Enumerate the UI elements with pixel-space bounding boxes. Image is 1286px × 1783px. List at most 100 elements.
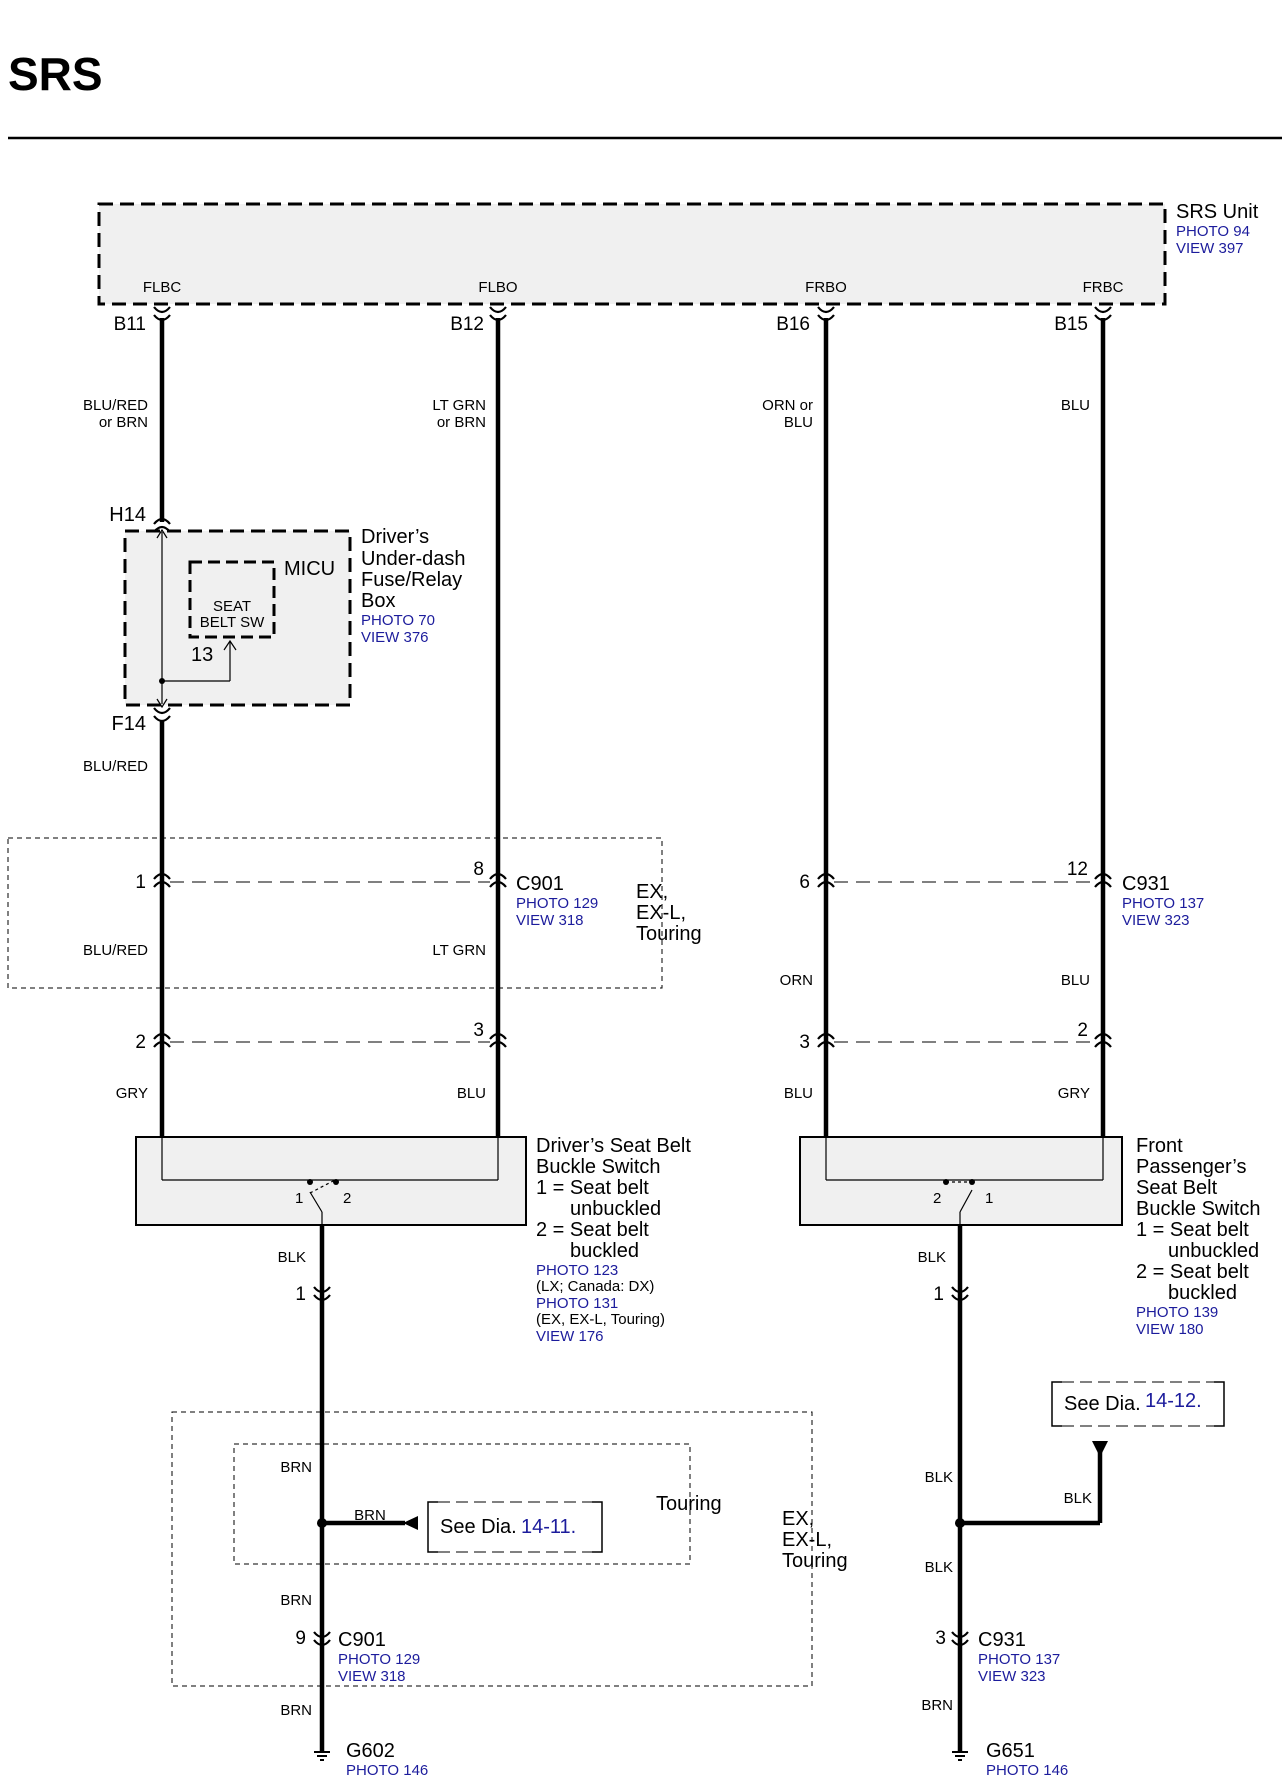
- c901-view: VIEW 318: [516, 912, 584, 929]
- micu-label: MICU: [284, 558, 335, 580]
- passenger-conn-name: C931: [978, 1629, 1026, 1651]
- terminal-label-flbo: FLBO: [478, 279, 517, 296]
- c901-name: C901: [516, 873, 564, 895]
- terminal-label-frbc: FRBC: [1083, 279, 1124, 296]
- driver-legend-2a: 2 = Seat belt: [536, 1219, 649, 1241]
- wire-label-f14: BLU/RED: [83, 758, 148, 775]
- passenger-contact-1: 1: [985, 1190, 993, 1207]
- passenger-switch-ref-2: VIEW 180: [1136, 1321, 1204, 1338]
- srs-unit-name: SRS Unit: [1176, 201, 1259, 223]
- driver-legend-1a: 1 = Seat belt: [536, 1177, 649, 1199]
- driver-wire-brn-1: BRN: [280, 1459, 312, 1476]
- passenger-conn-view: VIEW 323: [978, 1668, 1046, 1685]
- c931-name: C931: [1122, 873, 1170, 895]
- wire-label-c901-1: BLU/RED: [83, 942, 148, 959]
- passenger-legend-2a: 2 = Seat belt: [1136, 1261, 1249, 1283]
- passenger-contact-2: 2: [933, 1190, 941, 1207]
- wire-label-b11-1: BLU/RED: [83, 397, 148, 414]
- driver-legend-2b: buckled: [570, 1240, 639, 1262]
- passenger-branch-wire: BLK: [1064, 1490, 1092, 1507]
- wire-label-b12-2: or BRN: [437, 414, 486, 431]
- passenger-switch-ref-1: PHOTO 139: [1136, 1304, 1218, 1321]
- wire-label-b16-1: ORN or: [762, 397, 813, 414]
- seat-belt-sw-label-1: SEAT: [213, 598, 251, 615]
- wire-label-b12-1: LT GRN: [432, 397, 486, 414]
- seat-belt-sw-box: [188, 560, 276, 639]
- passenger-legend-1b: unbuckled: [1168, 1240, 1259, 1262]
- driver-see-dia-link[interactable]: 14-11.: [521, 1516, 576, 1538]
- driver-contact-2: 2: [343, 1190, 351, 1207]
- passenger-legend-2b: buckled: [1168, 1282, 1237, 1304]
- ground-g602-icon: [313, 1751, 331, 1761]
- passenger-splice: [955, 1518, 965, 1528]
- passenger-arrow-icon: [1092, 1441, 1108, 1457]
- pin-b11: B11: [114, 314, 146, 335]
- driver-see-dia-frame: [427, 1501, 603, 1553]
- pin-b16: B16: [776, 314, 810, 335]
- driver-conn-pin: 9: [295, 1628, 306, 1649]
- fuse-box-name-3: Fuse/Relay: [361, 569, 462, 591]
- wire-label-blu-driver: BLU: [457, 1085, 486, 1102]
- wire-label-c931-12: BLU: [1061, 972, 1090, 989]
- page-title: SRS: [8, 48, 103, 100]
- ex-variant-region-upper: [7, 837, 663, 989]
- wire-label-gry-driver: GRY: [116, 1085, 148, 1102]
- driver-switch-ref-5: VIEW 176: [536, 1328, 604, 1345]
- touring-label: Touring: [656, 1493, 722, 1515]
- fuse-box-view: VIEW 376: [361, 629, 429, 646]
- fuse-box-name-2: Under-dash: [361, 548, 466, 570]
- ground-g651: G651: [986, 1740, 1035, 1762]
- passenger-switch-name-4: Buckle Switch: [1136, 1198, 1261, 1220]
- fuse-box-internal-wiring: [156, 528, 237, 709]
- driver-buckle-switch-box: [135, 1136, 527, 1226]
- c901-variant-2: EX-L,: [636, 902, 686, 924]
- driver-splice: [317, 1518, 327, 1528]
- driver-lower-variant-1: EX,: [782, 1508, 814, 1530]
- fuse-box-name-4: Box: [361, 590, 395, 612]
- fuse-box-name-1: Driver’s: [361, 526, 429, 548]
- pin-b12: B12: [450, 314, 484, 335]
- c931-pin-6: 6: [799, 872, 810, 893]
- driver-switch-name-1: Driver’s Seat Belt: [536, 1135, 691, 1157]
- driver-lower-variant-3: Touring: [782, 1550, 848, 1572]
- micu-pin-13: 13: [191, 644, 213, 666]
- wire-label-b15: BLU: [1061, 397, 1090, 414]
- passenger-see-dia-link[interactable]: 14-12.: [1145, 1390, 1202, 1412]
- lower-wires: [319, 1225, 1103, 1752]
- c901-pin-8: 8: [473, 859, 484, 880]
- ex-variant-region-lower: [171, 1411, 813, 1687]
- passenger-out-wire: BLK: [918, 1249, 946, 1266]
- wire-label-c931-6: ORN: [780, 972, 813, 989]
- srs-unit-box: [97, 202, 1167, 306]
- c901-pin-3: 3: [473, 1020, 484, 1041]
- driver-see-dia-text: See Dia.: [440, 1516, 517, 1538]
- driver-contact-1: 1: [295, 1190, 303, 1207]
- ground-g602: G602: [346, 1740, 395, 1762]
- pin-f14: F14: [112, 713, 146, 735]
- wire-label-c901-8: LT GRN: [432, 942, 486, 959]
- terminal-label-flbc: FLBC: [143, 279, 182, 296]
- driver-arrow-icon: [403, 1516, 418, 1530]
- c901-variant-1: EX,: [636, 881, 668, 903]
- touring-region: [233, 1443, 691, 1565]
- driver-switch-ref-4: (EX, EX-L, Touring): [536, 1311, 665, 1328]
- c931-pin-2: 2: [1077, 1020, 1088, 1041]
- fuse-box-junction: [159, 678, 165, 684]
- passenger-wire-brn: BRN: [921, 1697, 953, 1714]
- driver-out-pin: 1: [295, 1284, 306, 1305]
- driver-switch-ref-1: PHOTO 123: [536, 1262, 618, 1279]
- driver-lower-variant-2: EX-L,: [782, 1529, 832, 1551]
- wire-label-blu-passenger: BLU: [784, 1085, 813, 1102]
- c901-pin-1: 1: [135, 872, 146, 893]
- driver-contact-2-dot: [333, 1179, 339, 1185]
- ground-g651-icon: [951, 1751, 969, 1761]
- driver-conn-name: C901: [338, 1629, 386, 1651]
- connector-f14: [152, 706, 172, 723]
- passenger-contact-1-dot: [969, 1179, 975, 1185]
- passenger-wire-blk-2: BLK: [925, 1559, 953, 1576]
- c931-view: VIEW 323: [1122, 912, 1190, 929]
- driver-out-wire: BLK: [278, 1249, 306, 1266]
- driver-conn-view: VIEW 318: [338, 1668, 406, 1685]
- passenger-switch-name-2: Passenger’s: [1136, 1156, 1246, 1178]
